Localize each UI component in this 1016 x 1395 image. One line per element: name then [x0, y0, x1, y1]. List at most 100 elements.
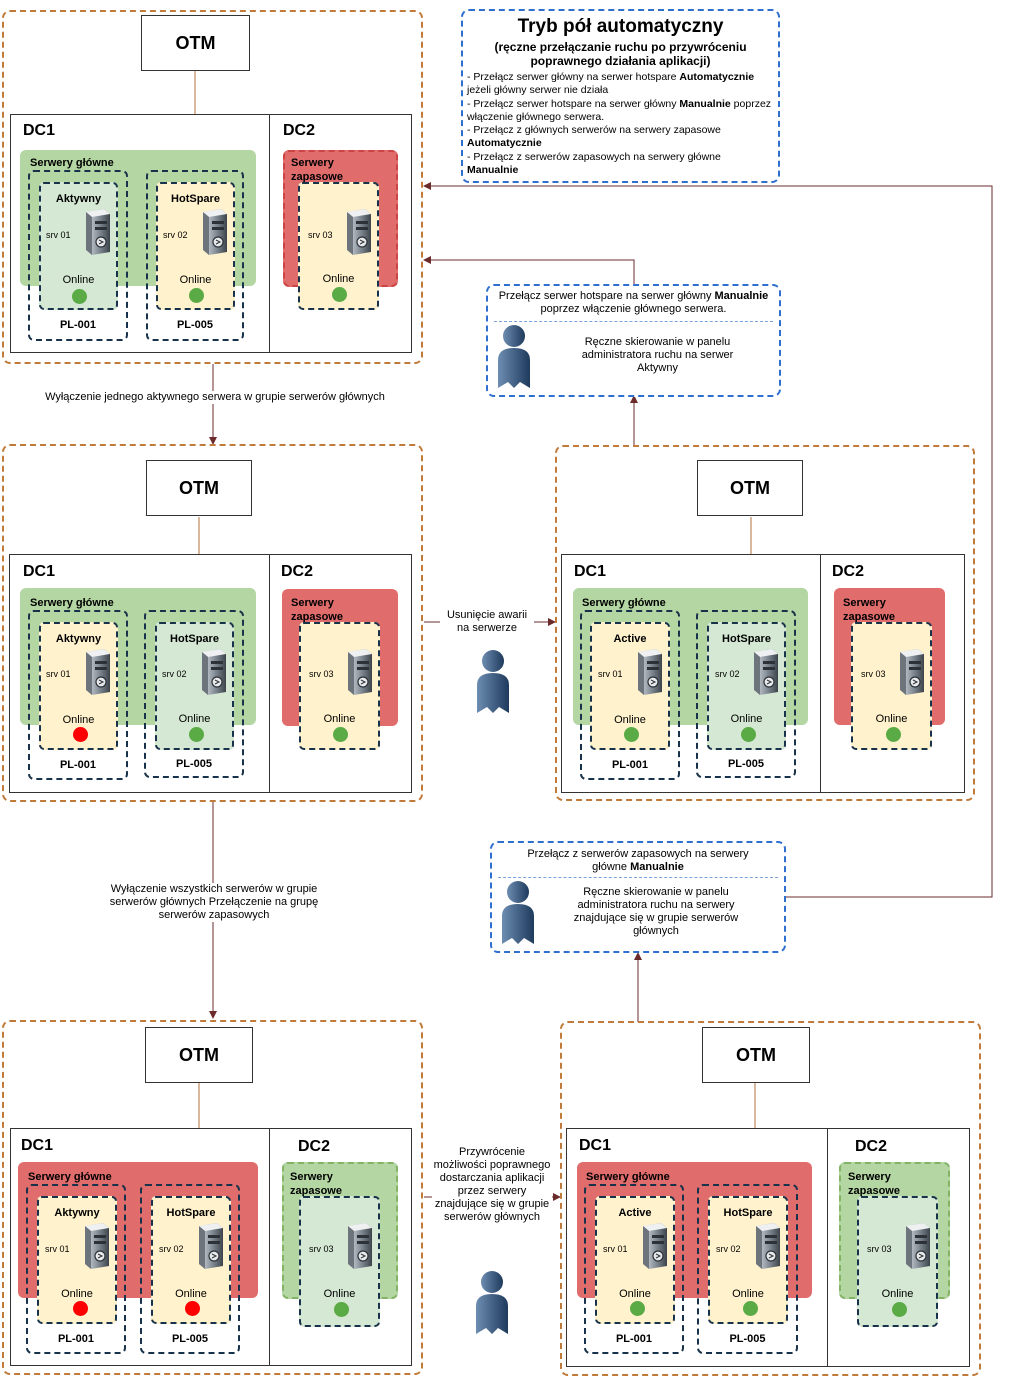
- server-id: srv 01: [598, 669, 623, 679]
- pool-label: PL-001: [57, 1333, 95, 1345]
- rule-item: - Przełącz serwer hotspare na serwer głó…: [467, 97, 772, 123]
- status-offline-dot: [73, 1301, 88, 1316]
- server-role: HotSpare: [723, 1207, 773, 1219]
- server-tower-icon: [746, 648, 780, 701]
- server-card-hotspare: HotSpare srv 02 Online: [708, 1196, 788, 1324]
- pool-label: PL-001: [59, 759, 97, 771]
- server-id: srv 03: [309, 1244, 334, 1254]
- group-label: Serwery zapasowe: [848, 1171, 900, 1197]
- server-slot-pl005: [140, 1184, 240, 1354]
- server-slot-pl001: [580, 610, 680, 780]
- otm-box: OTM: [141, 15, 250, 71]
- status-text: Online: [178, 713, 211, 725]
- group-label: Serwery zapasowe: [843, 597, 895, 623]
- scenario-5-frame: [560, 1021, 981, 1376]
- manual-switch-box-1: Przełącz serwer hotspare na serwer główn…: [486, 284, 781, 397]
- server-slot-pl005: [697, 1184, 798, 1354]
- otm-box: OTM: [146, 460, 252, 516]
- mode-title: Tryb pół automatyczny: [517, 16, 724, 37]
- rule-item: - Przełącz z głównych serwerów na serwer…: [467, 124, 721, 150]
- status-offline-dot: [73, 727, 88, 742]
- transition-note-4: Przywrócenie możliwości poprawnego dosta…: [432, 1146, 552, 1224]
- pool-label: PL-001: [611, 759, 649, 771]
- dc1-label: DC1: [579, 1137, 612, 1154]
- flow-arrow: [423, 182, 993, 898]
- server-id: srv 01: [46, 669, 71, 679]
- server-card-backup: srv 03 Online: [857, 1196, 938, 1327]
- server-tower-icon: [78, 208, 112, 261]
- dc1-label: DC1: [574, 563, 607, 580]
- otm-box: OTM: [145, 1027, 253, 1083]
- server-tower-icon: [892, 648, 926, 701]
- server-slot-pl001: [26, 1184, 126, 1354]
- server-slot-pl005: [146, 170, 244, 341]
- server-id: srv 03: [309, 669, 334, 679]
- dc-divider: [820, 555, 821, 792]
- server-id: srv 02: [159, 1244, 184, 1254]
- transition-note-1: Wyłączenie jednego aktywnego serwera w g…: [20, 391, 410, 404]
- status-text: Online: [62, 714, 95, 726]
- mode-rules-list: - Przełącz serwer główny na serwer hotsp…: [467, 71, 774, 177]
- dc1-label: DC1: [23, 122, 56, 139]
- mode-subtitle: (ręczne przełączanie ruchu po przywrócen…: [494, 40, 747, 68]
- status-text: Online: [322, 273, 355, 285]
- rule-item: - Przełącz serwer główny na serwer hotsp…: [467, 71, 755, 97]
- server-card-active: Aktywny srv 01 Online: [37, 1196, 117, 1324]
- transition-note-2: Usunięcie awarii na serwerze: [440, 609, 534, 635]
- dc1-label: DC1: [23, 563, 56, 580]
- server-role: HotSpare: [166, 1207, 216, 1219]
- dc2-label: DC2: [283, 122, 316, 139]
- server-tower-icon: [77, 1222, 111, 1275]
- admin-person-icon: [494, 322, 534, 395]
- scenario-4-frame: [2, 1020, 423, 1375]
- pool-label: PL-005: [729, 1333, 766, 1345]
- admin-person-icon: [473, 647, 513, 720]
- dc-divider: [269, 1129, 270, 1365]
- status-text: Online: [732, 1288, 764, 1300]
- status-text: Online: [62, 274, 95, 286]
- manual-switch-box-2: Przełącz z serwerów zapasowych na serwer…: [490, 841, 786, 953]
- status-online-dot: [333, 727, 348, 742]
- status-offline-dot: [185, 1301, 200, 1316]
- server-tower-icon: [898, 1222, 932, 1275]
- status-text: Online: [323, 1288, 356, 1300]
- server-slot-pl005: [144, 610, 244, 778]
- group-label: Serwery główne: [30, 157, 114, 169]
- server-id: srv 01: [603, 1244, 628, 1254]
- dc2-label: DC2: [281, 563, 314, 580]
- status-text: Online: [730, 713, 763, 725]
- group-label: Serwery zapasowe: [290, 1171, 342, 1197]
- pool-label: PL-001: [59, 319, 97, 331]
- separator: [498, 877, 778, 878]
- server-tower-icon: [195, 208, 229, 261]
- pool-label: PL-005: [171, 1333, 209, 1345]
- server-card-hotspare: HotSpare srv 02 Online: [151, 1196, 231, 1324]
- server-id: srv 02: [716, 1244, 741, 1254]
- server-tower-icon: [340, 648, 374, 701]
- flow-arrow: [423, 256, 635, 284]
- scenario-1-frame: [2, 10, 423, 364]
- server-tower-icon: [78, 648, 112, 701]
- status-text: Online: [175, 1288, 207, 1300]
- server-card-backup: srv 03 Online: [851, 622, 932, 750]
- status-text: Online: [61, 1288, 93, 1300]
- server-card-hotspare: HotSpare srv 02 Online: [155, 622, 234, 750]
- status-online-dot: [624, 727, 639, 742]
- manual-action: Ręczne skierowanie w panelu administrato…: [581, 336, 734, 374]
- pool-label: PL-005: [175, 758, 213, 770]
- dc-divider: [827, 1129, 828, 1366]
- server-slot-pl001: [28, 610, 128, 780]
- server-role: HotSpare: [171, 193, 220, 205]
- dc2-label: DC2: [298, 1138, 331, 1155]
- group-label: Serwery główne: [28, 1171, 112, 1183]
- dc2-label: DC2: [855, 1138, 888, 1155]
- server-id: srv 03: [308, 230, 333, 240]
- server-id: srv 03: [867, 1244, 892, 1254]
- manual-action: Ręczne skierowanie w panelu administrato…: [573, 886, 739, 937]
- server-id: srv 02: [715, 669, 740, 679]
- dc1-label: DC1: [21, 1137, 54, 1154]
- group-label: Serwery główne: [586, 1171, 670, 1183]
- scenario-2-frame: [2, 444, 423, 802]
- status-online-dot: [630, 1301, 645, 1316]
- status-online-dot: [334, 1302, 349, 1317]
